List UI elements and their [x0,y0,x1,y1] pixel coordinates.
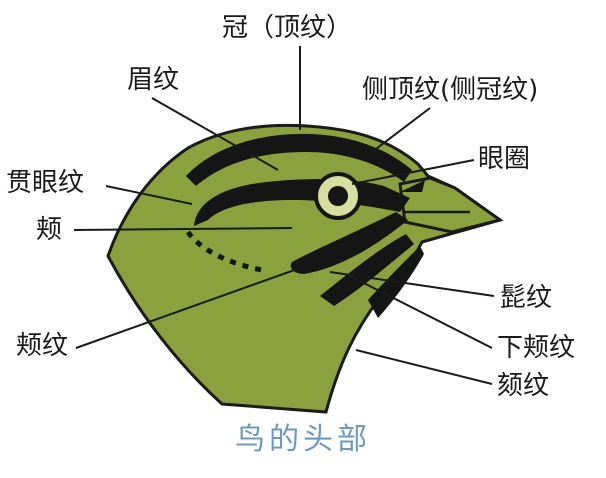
label-lateral-crown: 侧顶纹(侧冠纹) [362,75,539,105]
leader-malar [329,271,495,297]
malar-stripe-mark [320,234,414,306]
leader-submoustachial [349,275,493,349]
label-crown: 冠（顶纹） [222,13,353,43]
label-throat-stripe: 颏纹 [497,371,550,401]
gape-marking [400,180,425,192]
leader-supercilium [151,97,279,171]
label-malar: 髭纹 [500,283,553,313]
label-supercilium: 眉纹 [127,65,180,95]
leader-cheek-stripe [75,267,301,349]
label-eye-ring: 眼圈 [478,144,531,174]
leader-lateral-crown [371,107,431,153]
cheek-stripe-mark [290,212,408,274]
lateral-crown-stripe [186,133,412,186]
label-submoustachial: 下颊纹 [497,333,576,363]
label-eye-stripe: 贯眼纹 [6,168,85,198]
leader-throat-stripe [355,349,493,385]
leader-cheek [73,227,293,231]
leader-eye-stripe [105,185,193,205]
eye [328,186,348,206]
leader-eye-ring [351,159,475,185]
leader-lines [73,46,495,385]
figure-caption: 鸟的头部 [235,422,371,457]
label-cheek-stripe: 颊纹 [16,331,69,361]
label-cheek: 颊 [36,215,63,245]
